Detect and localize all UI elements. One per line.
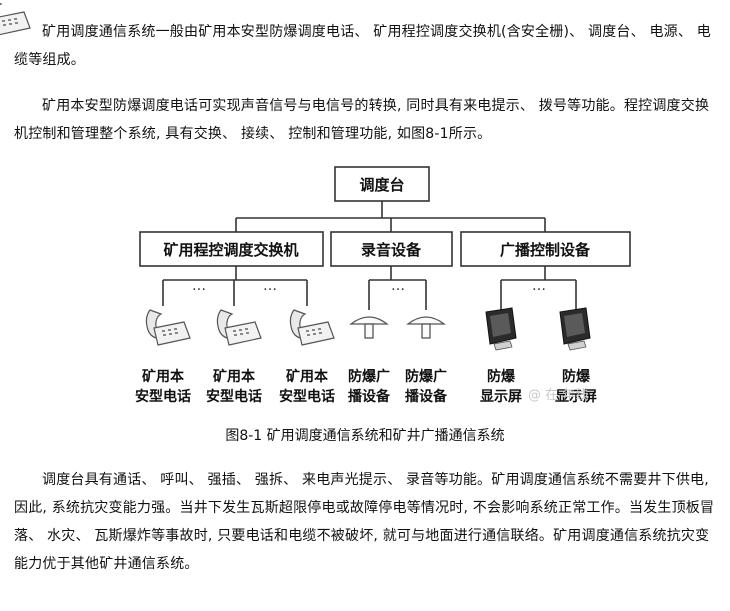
description-paragraph: 矿用本安型防爆调度电话可实现声音信号与电信号的转换, 同时具有来电提示、 拨号等…	[14, 98, 710, 142]
switch-box-label: 矿用程控调度交换机	[163, 241, 298, 259]
ellipsis-3: …	[391, 278, 405, 294]
ellipsis-2: …	[263, 278, 277, 294]
figure-caption: 图8-1 矿用调度通信系统和矿井广播通信系统	[225, 428, 505, 444]
device-label: 防爆	[562, 368, 591, 385]
device-label: 矿用本	[213, 368, 256, 385]
device-label: 防爆广	[348, 368, 390, 385]
display-screen-icon	[485, 307, 517, 351]
console-paragraph: 调度台具有通话、 呼叫、 强插、 强拆、 来电声光提示、 录音等功能。矿用调度通…	[14, 472, 715, 572]
device-label: 防爆广	[405, 368, 447, 385]
ellipsis-4: …	[532, 278, 546, 294]
telephone-icon	[0, 2, 31, 36]
device-label: 安型电话	[135, 388, 191, 405]
device-label: 安型电话	[206, 388, 262, 405]
device-label: 矿用本	[142, 368, 185, 385]
device-label: 矿用本	[286, 368, 329, 385]
watermark: @ 在 年线	[528, 388, 588, 403]
device-label: 防爆	[487, 368, 516, 385]
device-label: 显示屏	[480, 389, 522, 405]
speaker-horn-icon	[406, 316, 446, 339]
device-label: 播设备	[348, 388, 391, 405]
intro-paragraph: 矿用调度通信系统一般由矿用本安型防爆调度电话、 矿用程控调度交换机(含安全栅)、…	[14, 24, 711, 68]
broadcast-box-label: 广播控制设备	[500, 241, 591, 259]
telephone-icon	[216, 309, 262, 346]
display-screen-icon	[559, 307, 591, 351]
ellipsis-1: …	[192, 278, 206, 294]
device-label: 播设备	[405, 388, 448, 405]
system-diagram: 调度台 矿用程控调度交换机 录音设备 广播控制设备 … … … … 矿用本 安型…	[0, 2, 631, 405]
dispatch-console-label: 调度台	[359, 176, 404, 194]
recorder-box-label: 录音设备	[361, 241, 422, 259]
telephone-icon	[289, 309, 335, 346]
speaker-horn-icon	[349, 316, 389, 339]
device-label: 安型电话	[279, 388, 335, 405]
device-label: 显示屏	[555, 389, 597, 405]
telephone-icon	[145, 309, 191, 346]
